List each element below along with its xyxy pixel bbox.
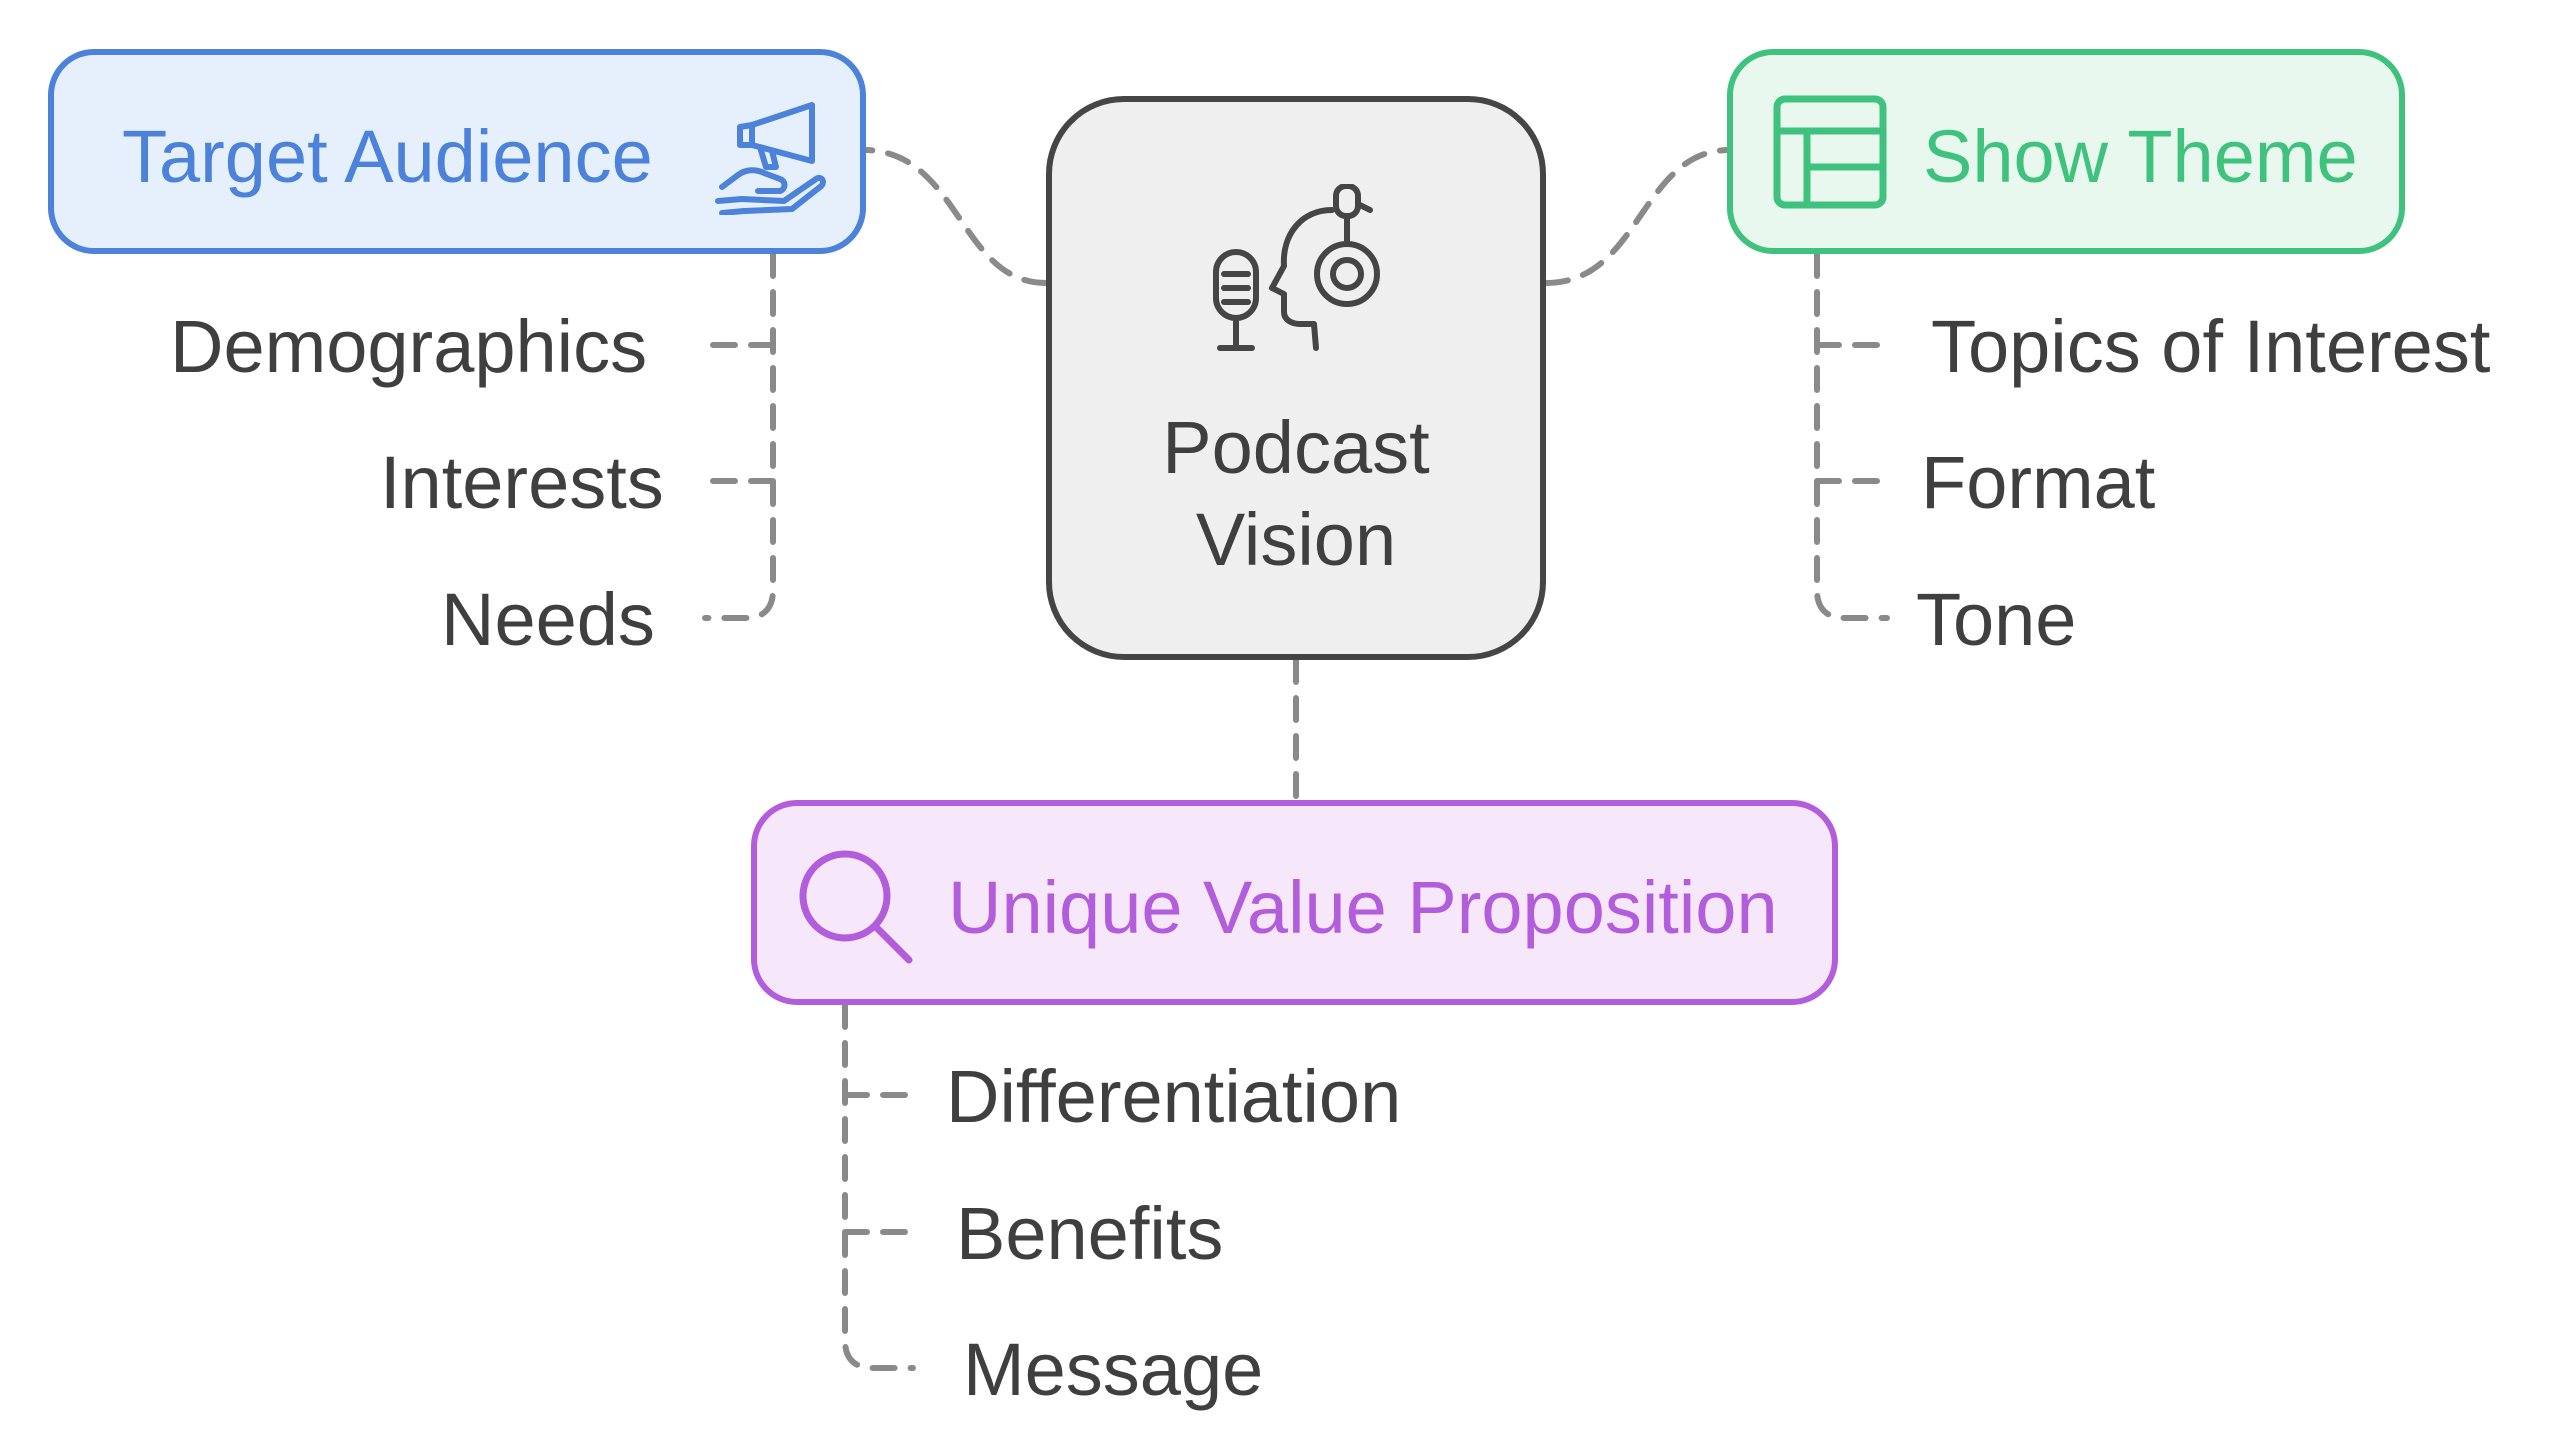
connector-center-target xyxy=(863,147,1049,286)
connector-center-theme xyxy=(1543,147,1730,286)
branch-title-unique-value-proposition: Unique Value Proposition xyxy=(948,866,1778,949)
magnifier-icon xyxy=(799,850,913,964)
leaf-format: Format xyxy=(1921,441,2156,524)
layout-grid-icon xyxy=(1773,95,1887,209)
podcast-microphone-head-icon xyxy=(1213,184,1380,351)
branch-unique-value-proposition: Unique Value Proposition xyxy=(751,800,1838,1005)
center-label-line2: Vision xyxy=(1195,498,1397,581)
leaf-benefits: Benefits xyxy=(956,1192,1224,1275)
leaf-needs: Needs xyxy=(441,578,655,661)
connector-uvp-children xyxy=(842,1002,916,1371)
branch-target-audience: Target Audience xyxy=(48,49,866,254)
leaf-interests: Interests xyxy=(380,441,664,524)
leaf-tone: Tone xyxy=(1916,578,2077,661)
center-label-line1: Podcast xyxy=(1162,406,1430,489)
megaphone-hand-icon xyxy=(715,102,826,215)
leaf-message: Message xyxy=(963,1328,1264,1411)
leaf-demographics: Demographics xyxy=(170,305,648,388)
center-node-podcast-vision: Podcast Vision xyxy=(1046,96,1546,660)
center-label: Podcast Vision xyxy=(1052,402,1540,586)
branch-title-target-audience: Target Audience xyxy=(122,115,653,198)
branch-show-theme: Show Theme xyxy=(1727,49,2405,254)
leaf-topics-of-interest: Topics of Interest xyxy=(1931,305,2491,388)
connector-target-children xyxy=(702,251,776,621)
leaf-differentiation: Differentiation xyxy=(946,1055,1402,1138)
branch-title-show-theme: Show Theme xyxy=(1923,115,2358,198)
connector-theme-children xyxy=(1814,251,1890,621)
